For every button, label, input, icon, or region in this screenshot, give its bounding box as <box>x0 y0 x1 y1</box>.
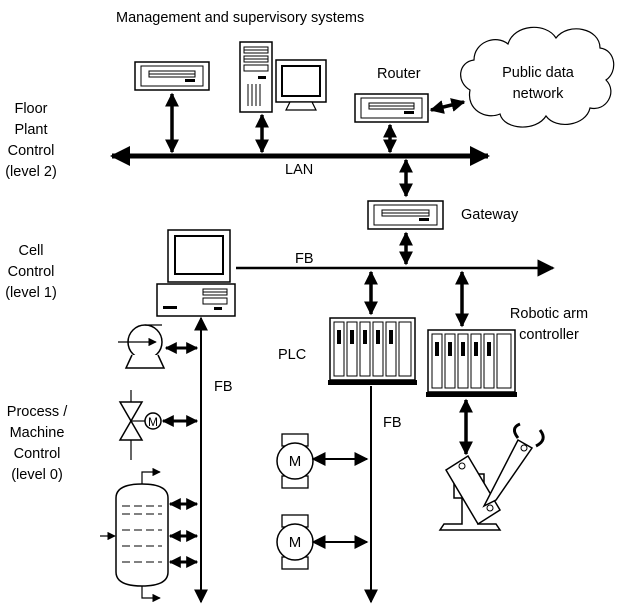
motor-2-label: M <box>288 534 302 551</box>
lan-label: LAN <box>285 162 314 178</box>
management-server-icon <box>134 61 210 91</box>
level-1-label: Cell Control (level 1) <box>5 243 57 301</box>
fb-cell-label: FB <box>295 251 314 267</box>
plc-label: PLC <box>278 347 307 363</box>
workstation-icon <box>239 41 327 113</box>
cloud-icon <box>460 26 615 128</box>
robot-controller-label: Robotic arm controller <box>509 306 589 343</box>
robot-controller-icon <box>426 329 517 397</box>
router-icon <box>354 93 429 123</box>
router-cloud-link <box>429 98 466 114</box>
tank-icon <box>100 467 169 603</box>
gateway-icon <box>367 200 444 230</box>
level-2-label: Floor Plant Control (level 2) <box>5 101 57 180</box>
valve-actuator-symbol: M <box>148 415 158 429</box>
motor-icon-2 <box>276 514 314 570</box>
public-data-network-label: Public data network <box>502 65 574 102</box>
fb-plc-label: FB <box>383 415 402 431</box>
router-label: Router <box>377 66 421 82</box>
cell-control-pc-icon <box>156 229 236 317</box>
gateway-label: Gateway <box>461 207 519 223</box>
diagram-title: Management and supervisory systems <box>116 10 365 26</box>
plc-icon <box>328 317 417 385</box>
level-0-label: Process / Machine Control (level 0) <box>6 404 68 483</box>
robotic-arm-icon <box>438 422 545 531</box>
motor-1-label: M <box>288 453 302 470</box>
pump-icon <box>118 324 166 369</box>
fb-process-label: FB <box>214 379 233 395</box>
motor-icon-1 <box>276 433 314 489</box>
valve-icon: M <box>118 390 162 460</box>
